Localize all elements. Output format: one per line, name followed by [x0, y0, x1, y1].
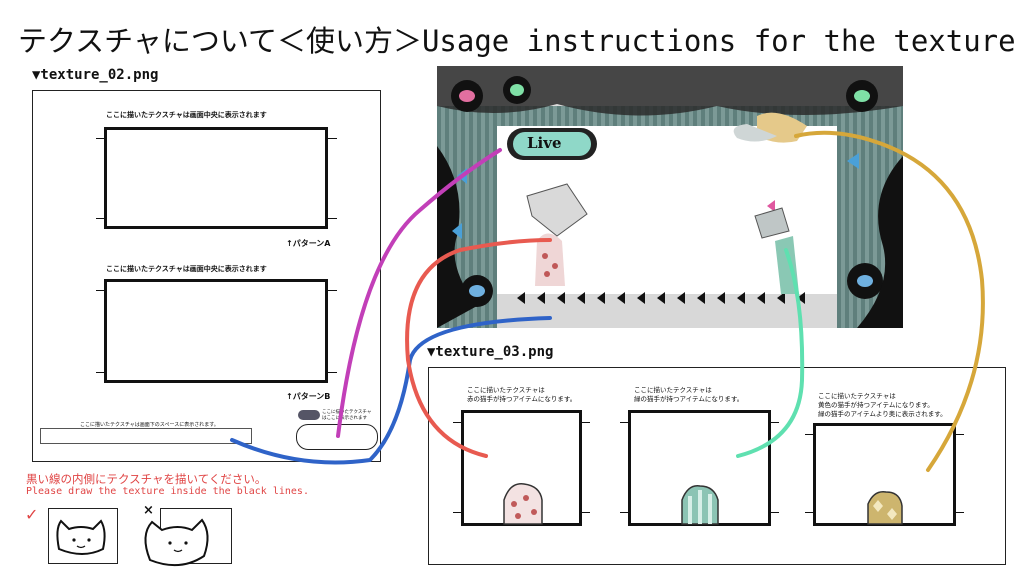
- bad-mark-icon: ×: [143, 503, 154, 518]
- item-green-area: [628, 410, 771, 526]
- good-example-box: [48, 508, 118, 564]
- page-title: テクスチャについて＜使い方＞Usage instructions for the…: [18, 24, 1016, 58]
- instruction-en: Please draw the texture inside the black…: [26, 486, 309, 497]
- item-red-caption: ここに描いたテクスチャは 赤の猫手が持つアイテムになります。: [467, 386, 577, 403]
- item-red-area: [461, 410, 582, 526]
- item-yellow-area: [813, 423, 956, 526]
- bottom-strip-area: [40, 428, 252, 444]
- badge-icon: [298, 410, 320, 420]
- badge-caption: ここに描いたテクスチャはここに表示されます: [322, 410, 372, 421]
- good-mark-icon: ✓: [25, 505, 39, 524]
- pattern-b-label: ↑パターンB: [286, 392, 331, 401]
- pattern-b-caption: ここに描いたテクスチャは画面中央に表示されます: [106, 265, 267, 273]
- item-yellow-caption: ここに描いたテクスチャは 黄色の猫手が持つアイテムになります。 緑の猫手のアイテ…: [818, 392, 947, 418]
- item-green-caption: ここに描いたテクスチャは 緑の猫手が持つアイテムになります。: [634, 386, 744, 403]
- texture-03-filename: ▼texture_03.png: [427, 344, 554, 360]
- pattern-a-label: ↑パターンA: [286, 239, 331, 248]
- bad-example-box: [160, 508, 232, 564]
- pattern-a-area: [104, 127, 328, 229]
- badge-area: [296, 424, 378, 450]
- instruction-jp: 黒い線の内側にテクスチャを描いてください。: [26, 472, 267, 486]
- texture-02-filename: ▼texture_02.png: [32, 67, 159, 83]
- preview-screen: Live: [437, 66, 903, 328]
- cat-face-good-icon: [56, 519, 106, 555]
- live-sign-text: Live: [527, 134, 562, 152]
- pattern-a-caption: ここに描いたテクスチャは画面中央に表示されます: [106, 111, 267, 119]
- pattern-b-area: [104, 279, 328, 383]
- bottom-strip-caption: ここに描いたテクスチャは画面下のスペースに表示されます。: [80, 422, 219, 428]
